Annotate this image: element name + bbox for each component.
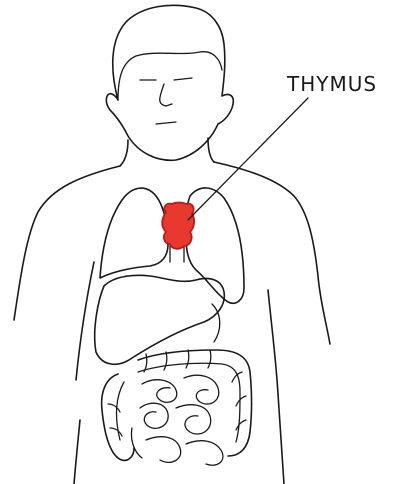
torso-left-side xyxy=(74,420,80,484)
right-eye xyxy=(174,78,192,80)
small-intestine xyxy=(131,375,222,465)
stomach xyxy=(212,304,220,342)
nose xyxy=(160,84,172,106)
right-shoulder-arm xyxy=(214,162,330,344)
right-lung xyxy=(186,188,244,303)
hair-line xyxy=(118,52,222,100)
thymus-label: THYMUS xyxy=(286,72,377,96)
left-lung xyxy=(100,188,168,278)
leader-line xyxy=(188,98,308,220)
left-arm-inner xyxy=(76,262,94,380)
mouth xyxy=(156,122,176,124)
thymus-gland xyxy=(162,203,194,249)
head-outline xyxy=(106,5,233,160)
torso-right-side xyxy=(278,394,284,484)
colon-inner xyxy=(117,363,240,442)
neck-left xyxy=(120,140,128,166)
right-arm-inner xyxy=(268,290,278,394)
neck-right xyxy=(208,138,214,162)
